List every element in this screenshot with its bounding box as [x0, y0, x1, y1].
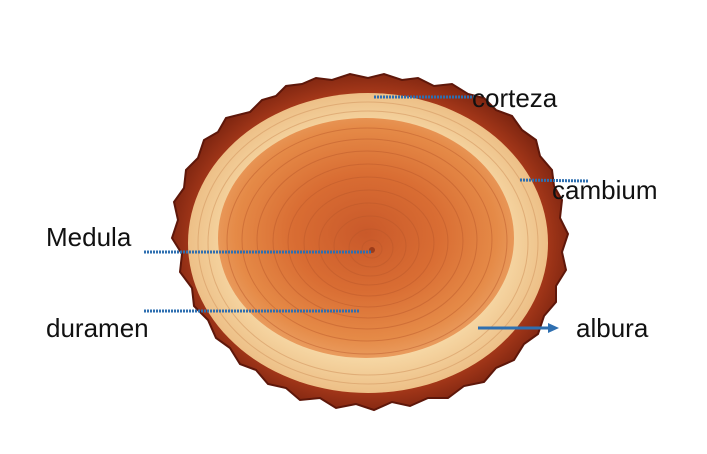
duramen-label: duramen	[46, 313, 149, 343]
corteza-label: corteza	[472, 83, 558, 113]
albura-label: albura	[576, 313, 649, 343]
cambium-label: cambium	[552, 175, 657, 205]
medula-label: Medula	[46, 222, 132, 252]
heartwood-duramen	[218, 118, 514, 358]
